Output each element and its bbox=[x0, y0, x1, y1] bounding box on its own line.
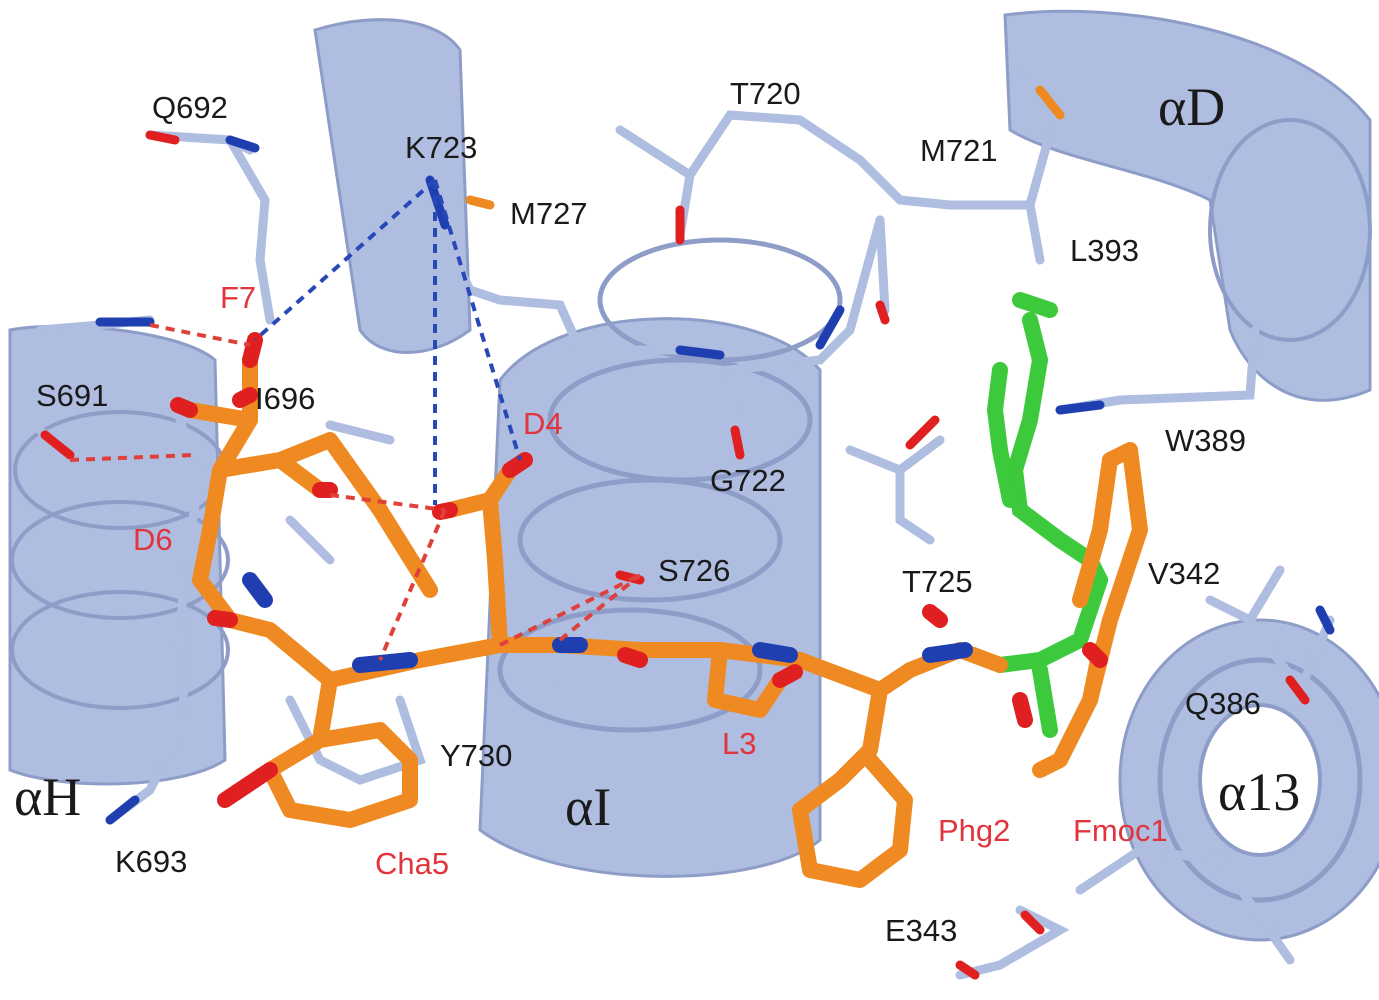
label-ligand-f7: F7 bbox=[220, 280, 257, 315]
label-residue-s691: S691 bbox=[36, 378, 109, 413]
label-residue-t720: T720 bbox=[730, 76, 801, 111]
green-ligand-moiety bbox=[986, 292, 1108, 738]
label-ligand-l3: L3 bbox=[722, 726, 757, 761]
label-residue-q692: Q692 bbox=[152, 90, 228, 125]
helix-alpha-h-turn bbox=[10, 500, 230, 620]
helix-alpha-i-turn bbox=[597, 237, 843, 363]
helix-alpha-d bbox=[1003, 9, 1372, 402]
label-residue-t725: T725 bbox=[902, 564, 973, 599]
label-residue-e343: E343 bbox=[885, 913, 958, 948]
label-ligand-d6: D6 bbox=[133, 522, 173, 557]
label-residue-k693: K693 bbox=[115, 844, 188, 879]
helix-alpha-h-turn bbox=[10, 590, 230, 710]
label-residue-s726: S726 bbox=[658, 553, 731, 588]
label-ligand-d4: D4 bbox=[523, 406, 563, 441]
helix-top-strand bbox=[313, 18, 472, 354]
label-residue-m727: M727 bbox=[510, 196, 588, 231]
label-residue-i696: I696 bbox=[255, 381, 316, 416]
label-residue-k723: K723 bbox=[405, 130, 478, 165]
label-residue-w389: W389 bbox=[1165, 423, 1246, 458]
label-residue-y730: Y730 bbox=[440, 738, 513, 773]
label-residue-v342: V342 bbox=[1148, 556, 1221, 591]
helix-alpha-13-turn bbox=[1157, 657, 1363, 903]
label-residue-m721: M721 bbox=[920, 133, 998, 168]
label-helix-alpha-13: α13 bbox=[1218, 762, 1301, 822]
label-ligand-phg2: Phg2 bbox=[938, 813, 1011, 848]
ligand-heteroatoms bbox=[170, 332, 1108, 808]
helix-alpha-i-turn bbox=[497, 607, 763, 733]
helix-alpha-13-turn bbox=[1198, 703, 1322, 857]
label-residue-q386: Q386 bbox=[1185, 686, 1261, 721]
label-helix-alpha-i: αI bbox=[565, 777, 612, 837]
label-helix-alpha-d: αD bbox=[1158, 77, 1226, 137]
helix-alpha-d-turn bbox=[1208, 118, 1372, 342]
protein-heteroatoms bbox=[40, 85, 1335, 980]
hydrogen-bonds bbox=[69, 178, 642, 661]
label-residue-g722: G722 bbox=[710, 463, 786, 498]
label-ligand-fmoc1: Fmoc1 bbox=[1073, 813, 1168, 848]
label-helix-alpha-h: αH bbox=[14, 767, 82, 827]
label-ligand-cha5: Cha5 bbox=[375, 846, 450, 881]
helix-alpha-i-turn bbox=[517, 477, 783, 603]
label-residue-l393: L393 bbox=[1070, 233, 1139, 268]
